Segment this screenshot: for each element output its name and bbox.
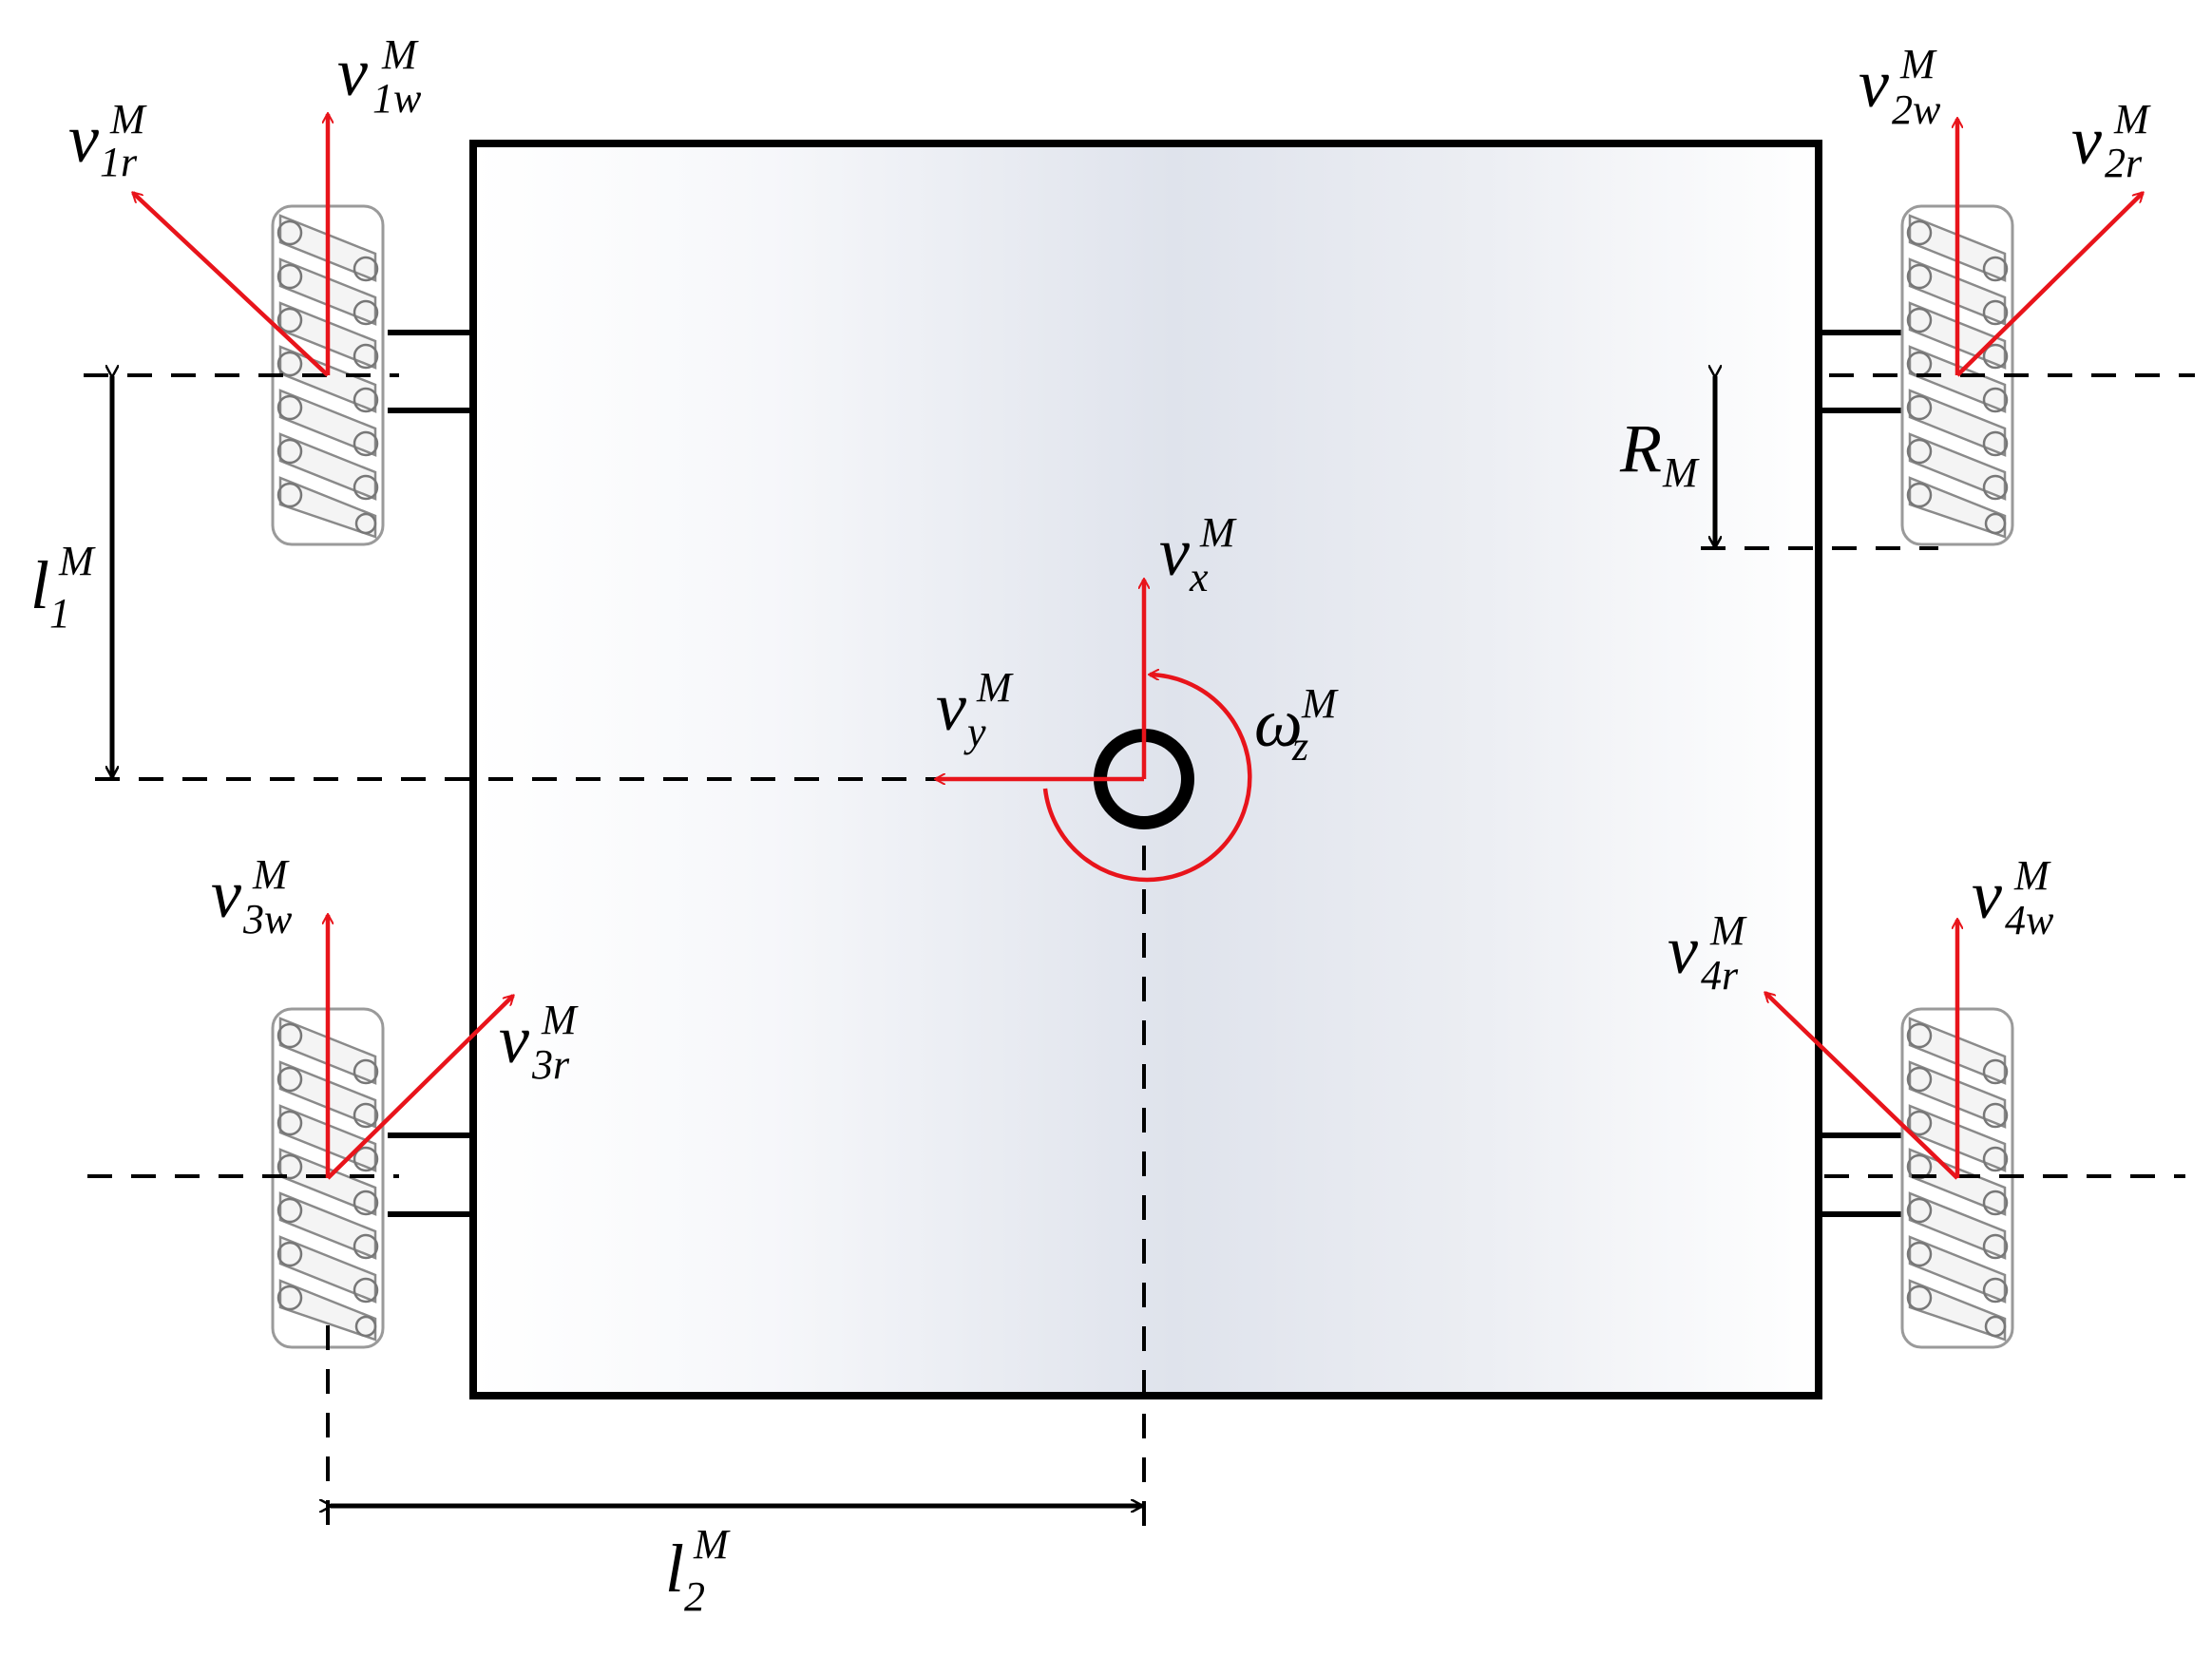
label-radius: R M	[1619, 410, 1700, 496]
svg-text:4w: 4w	[2005, 897, 2054, 943]
axles	[388, 330, 1904, 1217]
svg-text:M: M	[976, 664, 1014, 711]
svg-text:v: v	[1668, 912, 1698, 988]
reference-lines	[84, 373, 2195, 1544]
svg-text:1w: 1w	[372, 75, 422, 122]
svg-text:R: R	[1619, 410, 1662, 486]
svg-text:M: M	[1709, 907, 1747, 954]
label-v2w: v M 2w	[1859, 41, 1941, 133]
svg-text:v: v	[68, 101, 99, 177]
label-omega-z: ω M z	[1254, 680, 1339, 770]
svg-text:y: y	[963, 709, 986, 755]
label-v3r: v M 3r	[499, 997, 579, 1088]
svg-text:M: M	[109, 96, 147, 143]
label-v4w: v M 4w	[1972, 852, 2054, 943]
svg-text:M: M	[693, 1521, 731, 1568]
svg-text:1r: 1r	[100, 139, 138, 185]
v4r-vector	[1765, 993, 1959, 1180]
svg-text:1: 1	[49, 590, 70, 637]
svg-text:M: M	[252, 851, 290, 898]
svg-text:M: M	[1199, 509, 1237, 556]
svg-text:v: v	[211, 856, 241, 932]
svg-text:M: M	[1662, 449, 1700, 496]
svg-text:M: M	[1301, 680, 1339, 727]
svg-text:M: M	[541, 997, 579, 1043]
svg-text:M: M	[1899, 41, 1937, 87]
svg-text:v: v	[1972, 857, 2002, 933]
label-vx: v M x	[1159, 509, 1237, 600]
svg-text:4r: 4r	[1701, 952, 1739, 999]
svg-text:3r: 3r	[531, 1041, 570, 1088]
svg-text:x: x	[1189, 554, 1209, 600]
label-v3w: v M 3w	[211, 851, 293, 942]
v1r-vector	[133, 193, 330, 377]
label-v2r: v M 2r	[2071, 96, 2151, 186]
svg-text:M: M	[58, 538, 96, 584]
velocity-vectors	[133, 114, 2143, 1180]
svg-text:l: l	[30, 547, 49, 623]
svg-text:v: v	[499, 1001, 529, 1077]
svg-text:v: v	[1159, 514, 1190, 590]
label-l1: l M 1	[30, 538, 96, 637]
svg-text:ω: ω	[1254, 685, 1303, 761]
svg-text:2w: 2w	[1892, 86, 1941, 133]
label-v1r: v M 1r	[68, 96, 147, 185]
label-l2: l M 2	[665, 1521, 731, 1620]
svg-text:v: v	[1859, 46, 1889, 122]
v2r-vector	[1955, 193, 2143, 377]
svg-text:2: 2	[684, 1573, 705, 1620]
svg-text:v: v	[2071, 103, 2102, 179]
svg-text:M: M	[2113, 96, 2151, 143]
svg-text:2r: 2r	[2105, 140, 2143, 186]
svg-text:z: z	[1291, 723, 1308, 770]
svg-text:3w: 3w	[242, 896, 293, 942]
label-v4r: v M 4r	[1668, 907, 1747, 999]
label-vy: v M y	[936, 664, 1014, 755]
svg-text:v: v	[337, 34, 368, 110]
svg-text:l: l	[665, 1531, 684, 1607]
svg-text:v: v	[936, 669, 966, 745]
svg-text:M: M	[381, 31, 419, 78]
v3r-vector	[326, 996, 513, 1180]
svg-text:M: M	[2013, 852, 2051, 899]
rotation-arrow-icon	[1042, 675, 1252, 883]
label-v1w: v M 1w	[337, 31, 422, 122]
